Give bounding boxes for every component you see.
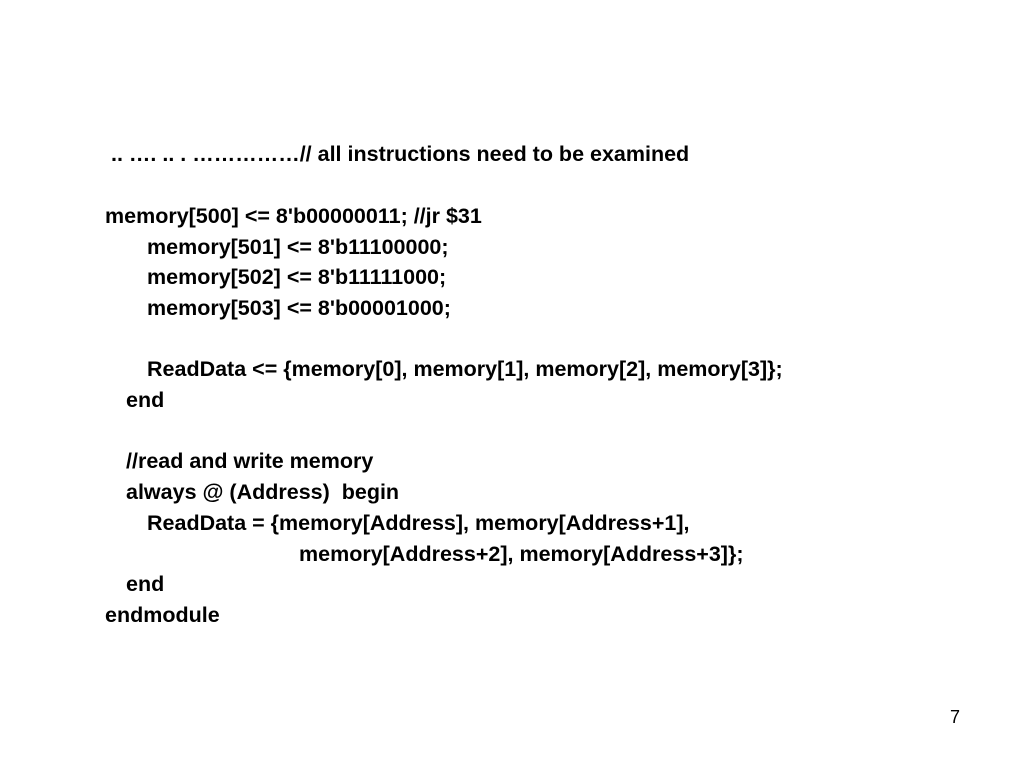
code-line-10: ReadData = {memory[Address], memory[Addr… xyxy=(147,511,690,535)
page-number: 7 xyxy=(950,707,961,727)
code-line-12: end xyxy=(126,572,165,596)
code-line-3: memory[501] <= 8'b11100000; xyxy=(147,235,449,259)
code-line-11: memory[Address+2], memory[Address+3]}; xyxy=(299,542,744,566)
code-line-7: end xyxy=(126,388,165,412)
code-line-6: ReadData <= {memory[0], memory[1], memor… xyxy=(147,357,783,381)
code-line-9: always @ (Address) begin xyxy=(126,480,400,504)
code-line-5: memory[503] <= 8'b00001000; xyxy=(147,296,451,320)
code-line-1: .. …. .. . ……………// all instructions need… xyxy=(105,142,690,166)
code-line-4: memory[502] <= 8'b11111000; xyxy=(147,265,447,289)
code-line-8: //read and write memory xyxy=(126,449,374,473)
code-line-2: memory[500] <= 8'b00000011; //jr $31 xyxy=(105,204,482,228)
code-line-13: endmodule xyxy=(105,603,220,627)
